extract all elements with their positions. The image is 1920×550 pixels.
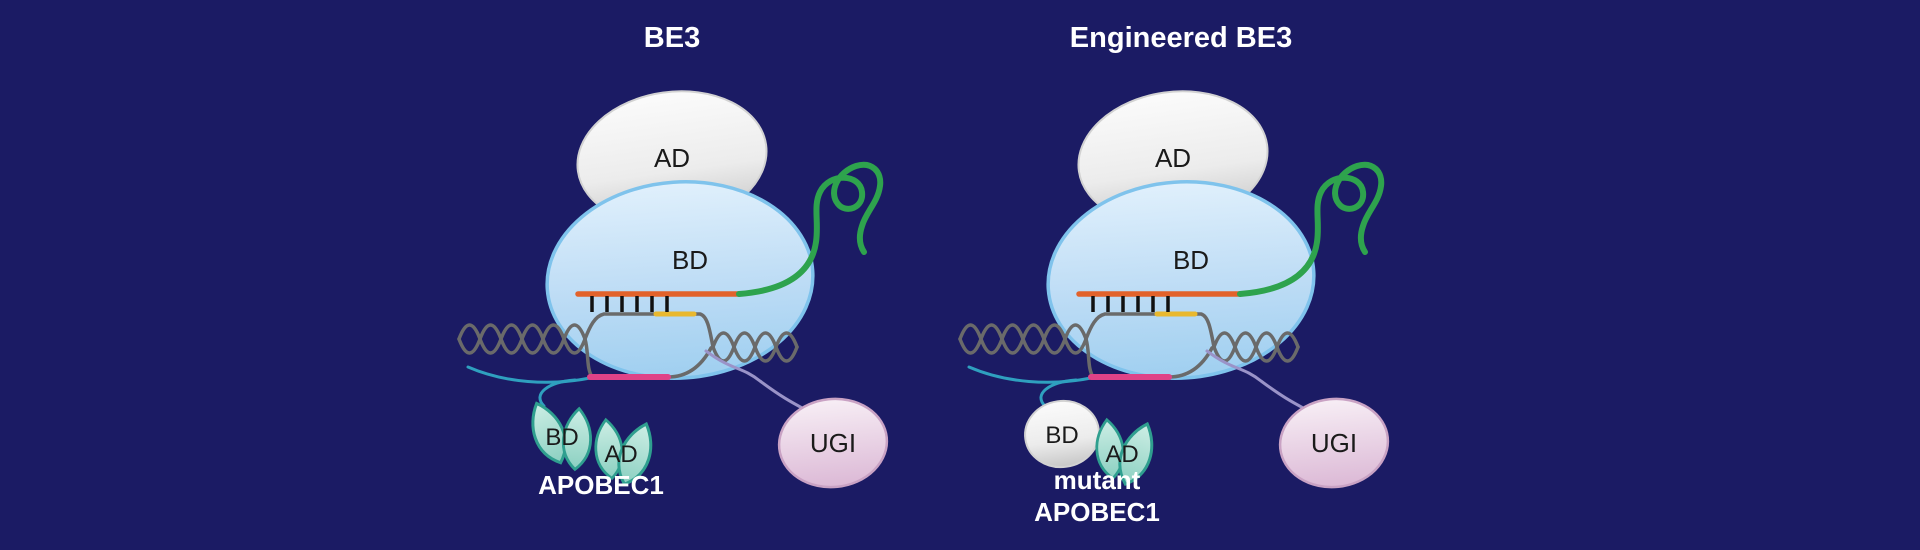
mutant-apobec-ad-label: AD (1105, 441, 1138, 468)
engineered-be3-title: Engineered BE3 (1070, 22, 1292, 54)
mutant-label-line2: APOBEC1 (1034, 497, 1160, 527)
be3-ad-label: AD (654, 143, 690, 173)
mutant-apobec-bd-label: BD (1045, 422, 1078, 449)
be3-title: BE3 (644, 22, 700, 54)
diagram-be3: BE3 AD BD BD AD APOBEC1 UGI (459, 22, 891, 500)
apobec1-name: APOBEC1 (538, 470, 664, 500)
engineered-be3-bd-label: BD (1173, 245, 1209, 275)
ugi-label: UGI (810, 428, 856, 458)
engineered-be3-ad-label: AD (1155, 143, 1191, 173)
engineered-ugi-label: UGI (1311, 428, 1357, 458)
diagram-engineered-be3: Engineered BE3 AD BD BD AD mutant APOBEC… (960, 22, 1392, 527)
mutant-label-line1: mutant (1054, 465, 1141, 495)
apobec-bd-label: BD (545, 424, 578, 451)
apobec-ad-label: AD (604, 441, 637, 468)
mutant-apobec-bd-ellipse (1024, 399, 1100, 469)
be3-bd-label: BD (672, 245, 708, 275)
